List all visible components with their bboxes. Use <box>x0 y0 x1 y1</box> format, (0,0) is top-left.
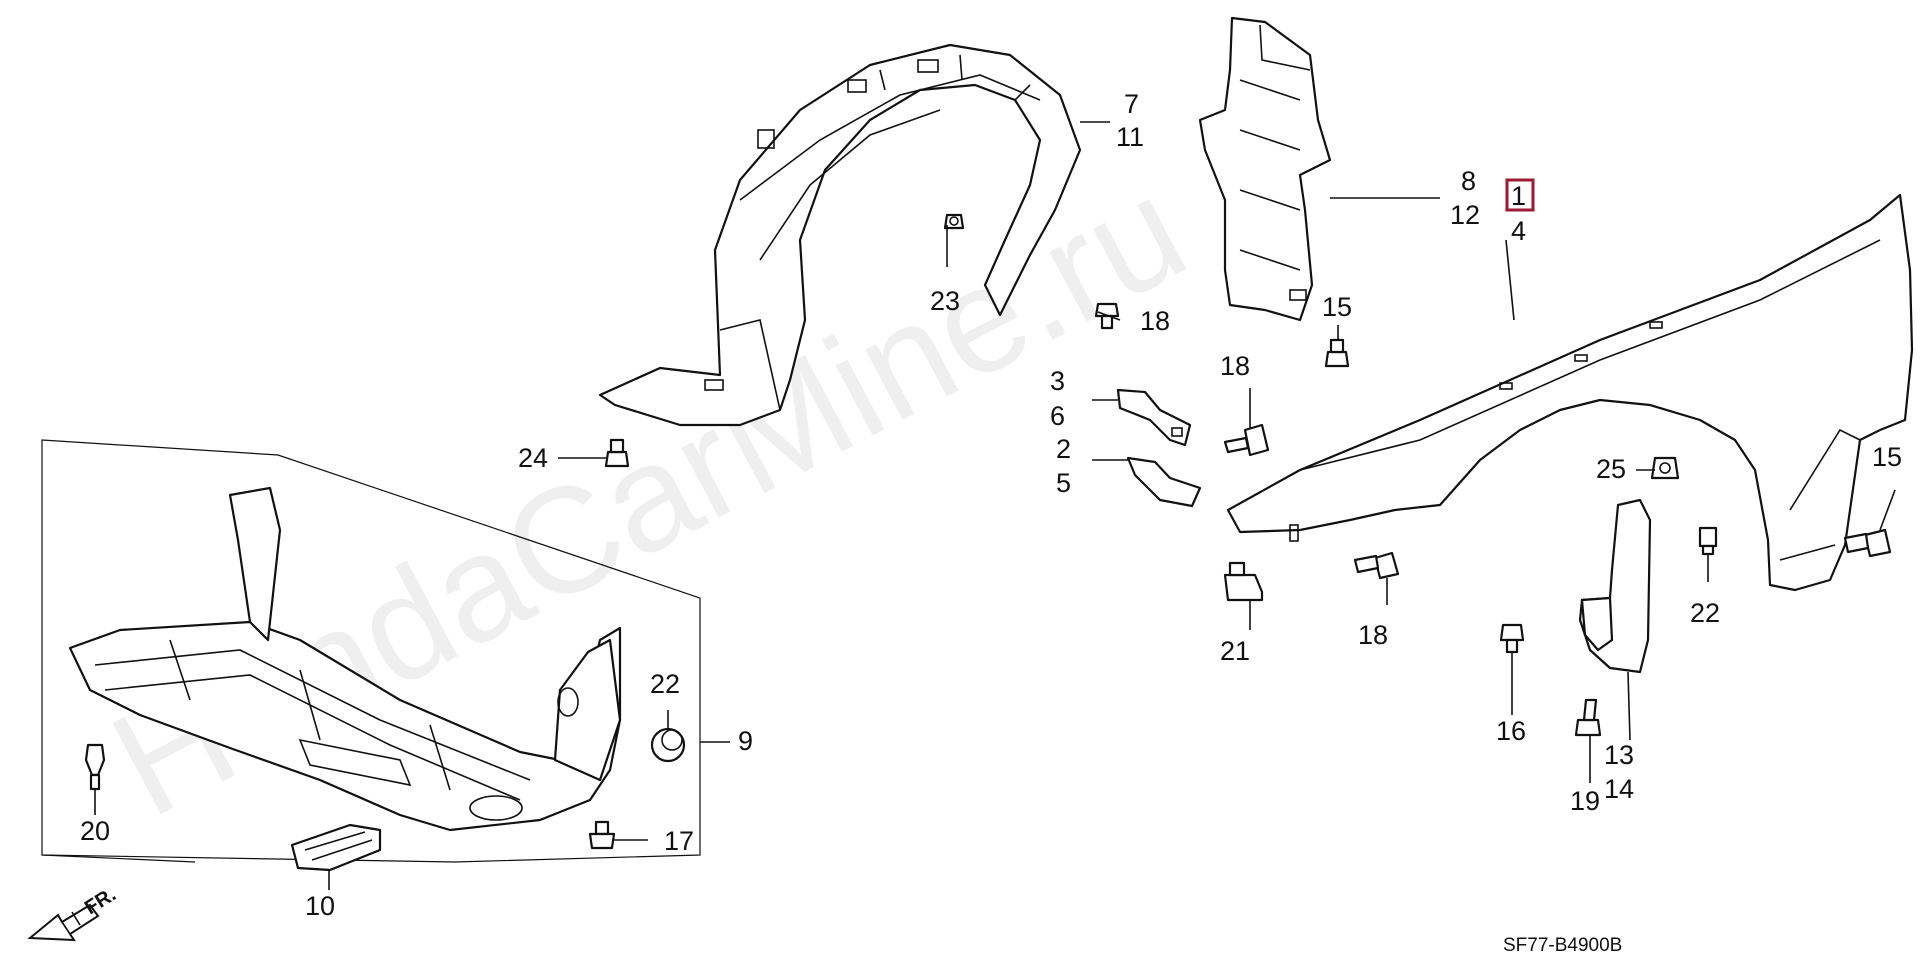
group-outline-link <box>41 854 196 863</box>
bracket-part-10[interactable] <box>290 823 382 872</box>
label-22-lower[interactable]: 24 <box>518 443 548 473</box>
label-3[interactable]: 3 <box>1050 366 1065 396</box>
under-cover-part-9[interactable] <box>68 486 622 832</box>
bolt-part-17[interactable] <box>588 820 616 850</box>
label-11[interactable]: 11 <box>1116 122 1144 152</box>
bolt-part-15-upper[interactable] <box>1324 338 1350 368</box>
bolt-part-18-mid[interactable] <box>1223 423 1270 457</box>
label-18-lower[interactable]: 18 <box>1358 620 1388 650</box>
label-4[interactable]: 4 <box>1511 216 1526 246</box>
callout-labels: 1 4 7 11 8 12 23 24 18 3 6 2 5 18 15 25 … <box>80 89 1902 921</box>
label-15-right[interactable]: 15 <box>1872 442 1902 472</box>
label-1[interactable]: 1 <box>1511 181 1526 211</box>
label-18-mid[interactable]: 18 <box>1220 351 1250 381</box>
label-24[interactable]: 22 <box>650 669 680 699</box>
leader-lines <box>94 121 1896 890</box>
label-19[interactable]: 19 <box>1570 786 1600 816</box>
screw-part-16[interactable] <box>1499 623 1525 654</box>
clip-part-20[interactable] <box>1223 561 1264 602</box>
front-direction-indicator: FR. <box>27 884 120 942</box>
label-5[interactable]: 5 <box>1056 468 1071 498</box>
label-16[interactable]: 16 <box>1496 716 1526 746</box>
label-21[interactable]: 20 <box>80 816 110 846</box>
clip-part-22-upper[interactable] <box>943 213 965 230</box>
label-9[interactable]: 9 <box>738 726 753 756</box>
label-2[interactable]: 2 <box>1056 434 1071 464</box>
clip-part-22-lower[interactable] <box>604 438 630 468</box>
label-14[interactable]: 14 <box>1604 774 1634 804</box>
plug-part-24[interactable] <box>650 727 686 763</box>
clip-part-23[interactable] <box>1698 526 1718 556</box>
fender-liner-part-7-11[interactable] <box>598 43 1082 427</box>
label-10[interactable]: 10 <box>305 891 335 921</box>
screw-part-19[interactable] <box>1574 698 1602 737</box>
bolt-part-18-lower[interactable] <box>1353 551 1400 580</box>
label-17[interactable]: 17 <box>664 826 694 856</box>
label-8[interactable]: 8 <box>1461 166 1476 196</box>
label-18-upper[interactable]: 18 <box>1140 306 1170 336</box>
clip-part-21[interactable] <box>84 743 106 791</box>
bracket-part-3-6[interactable] <box>1116 388 1192 447</box>
front-fender-part-1-4[interactable] <box>1226 193 1914 592</box>
label-12[interactable]: 12 <box>1450 200 1480 230</box>
label-15-upper[interactable]: 15 <box>1322 292 1352 322</box>
nut-part-25[interactable] <box>1650 456 1680 480</box>
bolt-part-15-right[interactable] <box>1843 528 1892 558</box>
label-7[interactable]: 7 <box>1124 89 1139 119</box>
splash-guard-part-8-12[interactable] <box>1198 16 1332 322</box>
label-23[interactable]: 22 <box>1690 598 1720 628</box>
label-25[interactable]: 25 <box>1596 454 1626 484</box>
label-22-upper[interactable]: 23 <box>930 286 960 316</box>
diagram-code: SF77-B4900B <box>1503 935 1622 956</box>
highlight-box <box>1505 178 1535 212</box>
mud-guard-part-13-14[interactable] <box>1578 498 1652 674</box>
front-arrow-icon <box>27 903 100 942</box>
label-6[interactable]: 6 <box>1050 401 1065 431</box>
label-20[interactable]: 21 <box>1220 636 1250 666</box>
label-13[interactable]: 13 <box>1604 740 1634 770</box>
bracket-part-2-5[interactable] <box>1126 456 1202 508</box>
